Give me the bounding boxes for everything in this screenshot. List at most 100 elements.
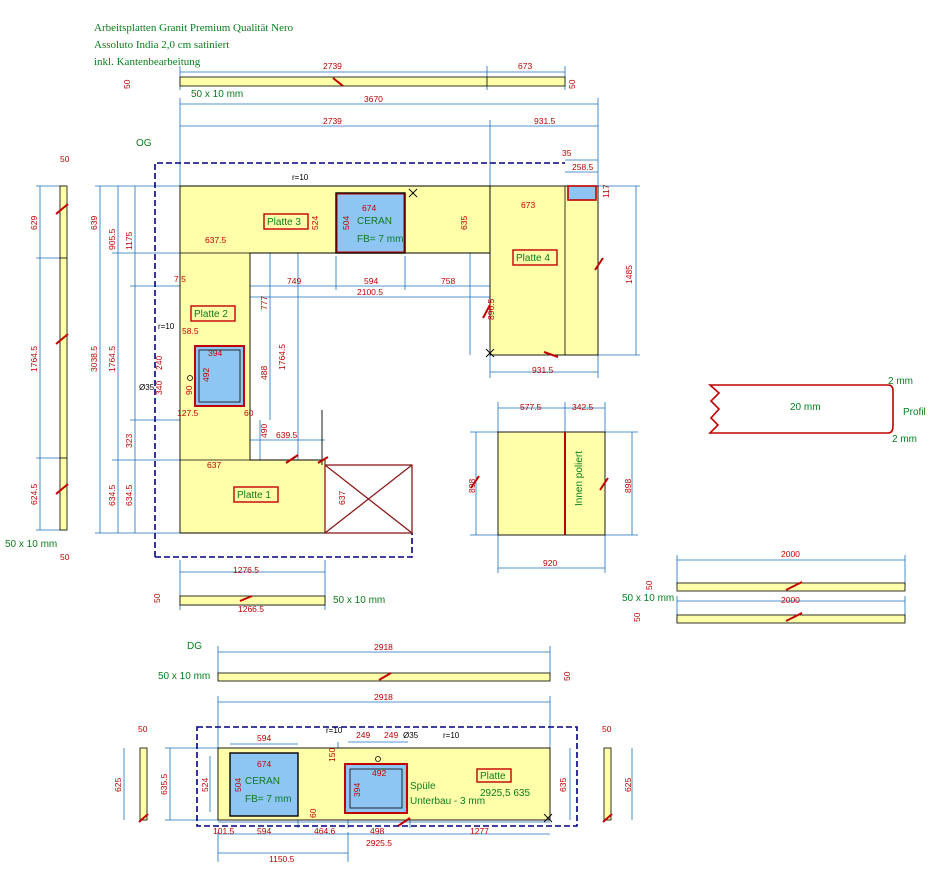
- dim-635: 635: [459, 216, 469, 230]
- radius-note-b: r=10: [158, 322, 175, 331]
- radius-note-d: r=10: [443, 731, 460, 740]
- dim-dg101: 101.5: [213, 826, 235, 836]
- dg-room-outline: [196, 726, 578, 827]
- dim-dg625b: 625: [623, 778, 633, 792]
- dg-strip-right: [603, 747, 612, 821]
- strip-top: [179, 76, 566, 87]
- dim-v1175: 1175: [124, 231, 134, 250]
- dim-674: 674: [362, 203, 376, 213]
- dim-v323: 323: [124, 434, 134, 448]
- dim-lv50b: 50: [60, 552, 70, 562]
- dim-931: 931.5: [534, 116, 556, 126]
- dim-1485: 1485: [624, 265, 634, 284]
- dim-dg594b: 594: [257, 826, 271, 836]
- section-og: OG: [136, 138, 152, 149]
- hole-note-a: Ø35: [139, 383, 155, 392]
- dim-240: 240: [154, 356, 164, 370]
- radius-note-a: r=10: [292, 173, 309, 182]
- dim-i898a: 898: [467, 479, 477, 493]
- dim-90: 90: [184, 385, 194, 395]
- dim-758: 758: [441, 276, 455, 286]
- dim-i342: 342.5: [572, 402, 594, 412]
- dim-931b: 931.5: [532, 365, 554, 375]
- dg-ceran-label: CERAN: [245, 776, 280, 787]
- platte-4-slab: [489, 185, 599, 356]
- inner-polished-label: Innen poliert: [574, 451, 585, 506]
- dg-sink-cutout: [344, 763, 408, 814]
- dim-7-5: 7.5: [174, 274, 186, 284]
- dim-dg249b: 249: [384, 730, 398, 740]
- platte-2-label: Platte 2: [194, 309, 228, 320]
- dim-127: 127.5: [177, 408, 199, 418]
- fb-label: FB= 7 mm: [357, 234, 403, 245]
- dim-r2000a: 2000: [781, 549, 800, 559]
- strip-note-left: 50 x 10 mm: [5, 539, 57, 550]
- undermount-label: Unterbau - 3 mm: [410, 796, 485, 807]
- profil-2mm-bottom: 2 mm: [892, 434, 917, 445]
- dim-dg635: 635.5: [159, 773, 169, 795]
- section-dg: DG: [187, 641, 202, 652]
- inner-view-slab: [497, 431, 606, 536]
- dim-dg1150: 1150.5: [269, 854, 295, 864]
- dg-tap-hole: [375, 756, 381, 762]
- platte-4-notch: [567, 185, 597, 201]
- profil-thickness: 20 mm: [790, 402, 821, 413]
- dim-488: 488: [259, 366, 269, 380]
- dim-strip-50c: 50: [152, 593, 162, 603]
- dg-dims-label: 2925,5 635: [480, 788, 530, 799]
- dim-637b: 637: [207, 460, 221, 470]
- dim-dg60: 60: [308, 808, 318, 818]
- strip-note-bottom: 50 x 10 mm: [333, 595, 385, 606]
- dim-492: 492: [201, 368, 211, 382]
- dg-fb-label: FB= 7 mm: [245, 794, 291, 805]
- tap-hole: [187, 375, 193, 381]
- dim-639: 639.5: [276, 430, 298, 440]
- dim-749: 749: [287, 276, 301, 286]
- dim-673: 673: [521, 200, 535, 210]
- profil-2mm-top: 2 mm: [888, 376, 913, 387]
- dim-3670: 3670: [364, 94, 383, 104]
- dim-dg2918a: 2918: [374, 642, 393, 652]
- dim-dg394: 394: [352, 783, 362, 797]
- dim-1276: 1276.5: [233, 565, 259, 575]
- platte-1-label: Platte 1: [237, 490, 271, 501]
- dim-dg50b: 50: [138, 724, 148, 734]
- strip-left: [59, 185, 68, 531]
- dim-594: 594: [364, 276, 378, 286]
- dg-cooktop-cutout: [229, 752, 299, 817]
- og-room-outline: [154, 162, 565, 557]
- dim-r50a: 50: [644, 580, 654, 590]
- dim-896: 896.5: [486, 298, 496, 320]
- dim-637-5: 637.5: [205, 235, 227, 245]
- profile-symbol: [707, 384, 894, 434]
- dim-v3038: 3038.5: [89, 346, 99, 372]
- dim-2100: 2100.5: [357, 287, 383, 297]
- platte-4-label: Platte 4: [516, 253, 550, 264]
- dim-i898b: 898: [623, 479, 633, 493]
- dim-340: 340: [154, 381, 164, 395]
- dim-dg492: 492: [372, 768, 386, 778]
- dim-1266: 1266.5: [238, 604, 264, 614]
- dim-i577: 577.5: [520, 402, 542, 412]
- dim-lv1764: 1764.5: [29, 346, 39, 372]
- dim-dg2925: 2925.5: [366, 838, 392, 848]
- cabinet-box: [324, 464, 413, 534]
- dim-top-673: 673: [518, 61, 532, 71]
- dim-258: 258.5: [572, 162, 594, 172]
- dim-v639: 639: [89, 216, 99, 230]
- strip-note-dg: 50 x 10 mm: [158, 671, 210, 682]
- dim-dg150: 150: [327, 748, 337, 762]
- header-line-2: Assoluto India 2,0 cm satiniert: [94, 39, 230, 51]
- dim-v634b: 634.5: [124, 484, 134, 506]
- dim-117: 117: [601, 184, 611, 198]
- sink-cutout: [194, 345, 245, 407]
- dim-dg594a: 594: [257, 733, 271, 743]
- platte-3-label: Platte 3: [267, 217, 301, 228]
- dim-dg464: 464.6: [314, 826, 336, 836]
- dim-dg625a: 625: [113, 778, 123, 792]
- dim-lv629: 629: [29, 216, 39, 230]
- dim-dg2918b: 2918: [374, 692, 393, 702]
- dimension-lines: [36, 66, 906, 862]
- profil-label: Profil: [903, 407, 926, 418]
- dim-58: 58.5: [182, 326, 199, 336]
